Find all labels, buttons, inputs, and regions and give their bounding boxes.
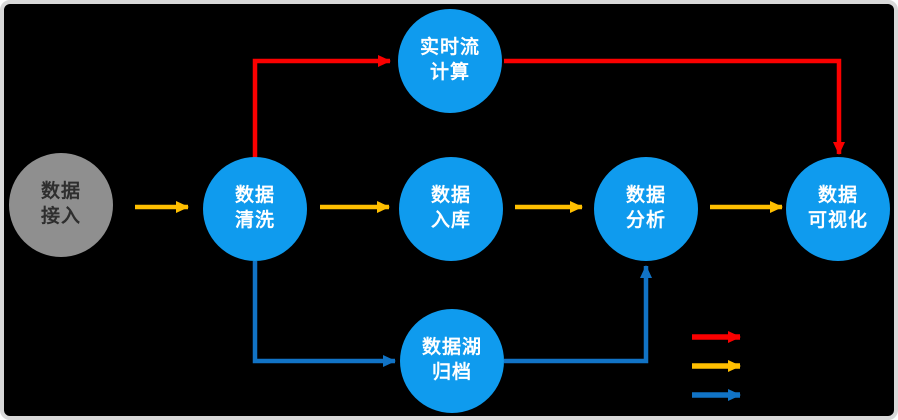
node-data-visualization: 数据 可视化 — [786, 157, 890, 261]
node-data-cleaning: 数据 清洗 — [203, 157, 307, 261]
arrow-cleaning-to-lake-archive — [252, 261, 396, 367]
node-realtime-stream-label: 实时流 计算 — [419, 37, 480, 83]
node-data-access-label: 数据 接入 — [40, 181, 81, 227]
node-data-lake-archive-label: 数据湖 归档 — [421, 337, 482, 383]
arrow-lake-archive-to-analysis — [504, 265, 652, 364]
legend — [692, 331, 741, 401]
node-data-analysis: 数据 分析 — [594, 157, 698, 261]
arrow-realtime-stream-to-visualization — [504, 58, 845, 155]
node-realtime-stream: 实时流 计算 — [398, 9, 502, 113]
node-data-storage: 数据 入库 — [399, 157, 503, 261]
arrow-cleaning-to-realtime-stream — [252, 55, 391, 158]
node-data-cleaning-label: 数据 清洗 — [234, 185, 275, 231]
node-data-storage-label: 数据 入库 — [430, 185, 471, 231]
node-data-lake-archive: 数据湖 归档 — [400, 309, 504, 413]
node-data-access: 数据 接入 — [9, 153, 113, 257]
node-data-analysis-label: 数据 分析 — [625, 185, 666, 231]
node-data-visualization-label: 数据 可视化 — [807, 185, 868, 231]
